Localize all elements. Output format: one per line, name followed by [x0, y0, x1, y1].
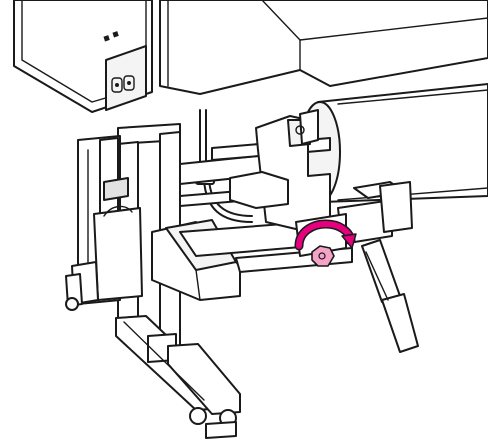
lever-arm: [361, 239, 419, 353]
printer-body: [13, 0, 153, 113]
adjustment-knob-icon: [311, 245, 335, 267]
stand-legs: [65, 297, 241, 439]
clockwise-rotation-arrow-icon: [294, 219, 357, 251]
left-tension-unit: [65, 137, 143, 307]
printer-cover: [159, 0, 488, 95]
